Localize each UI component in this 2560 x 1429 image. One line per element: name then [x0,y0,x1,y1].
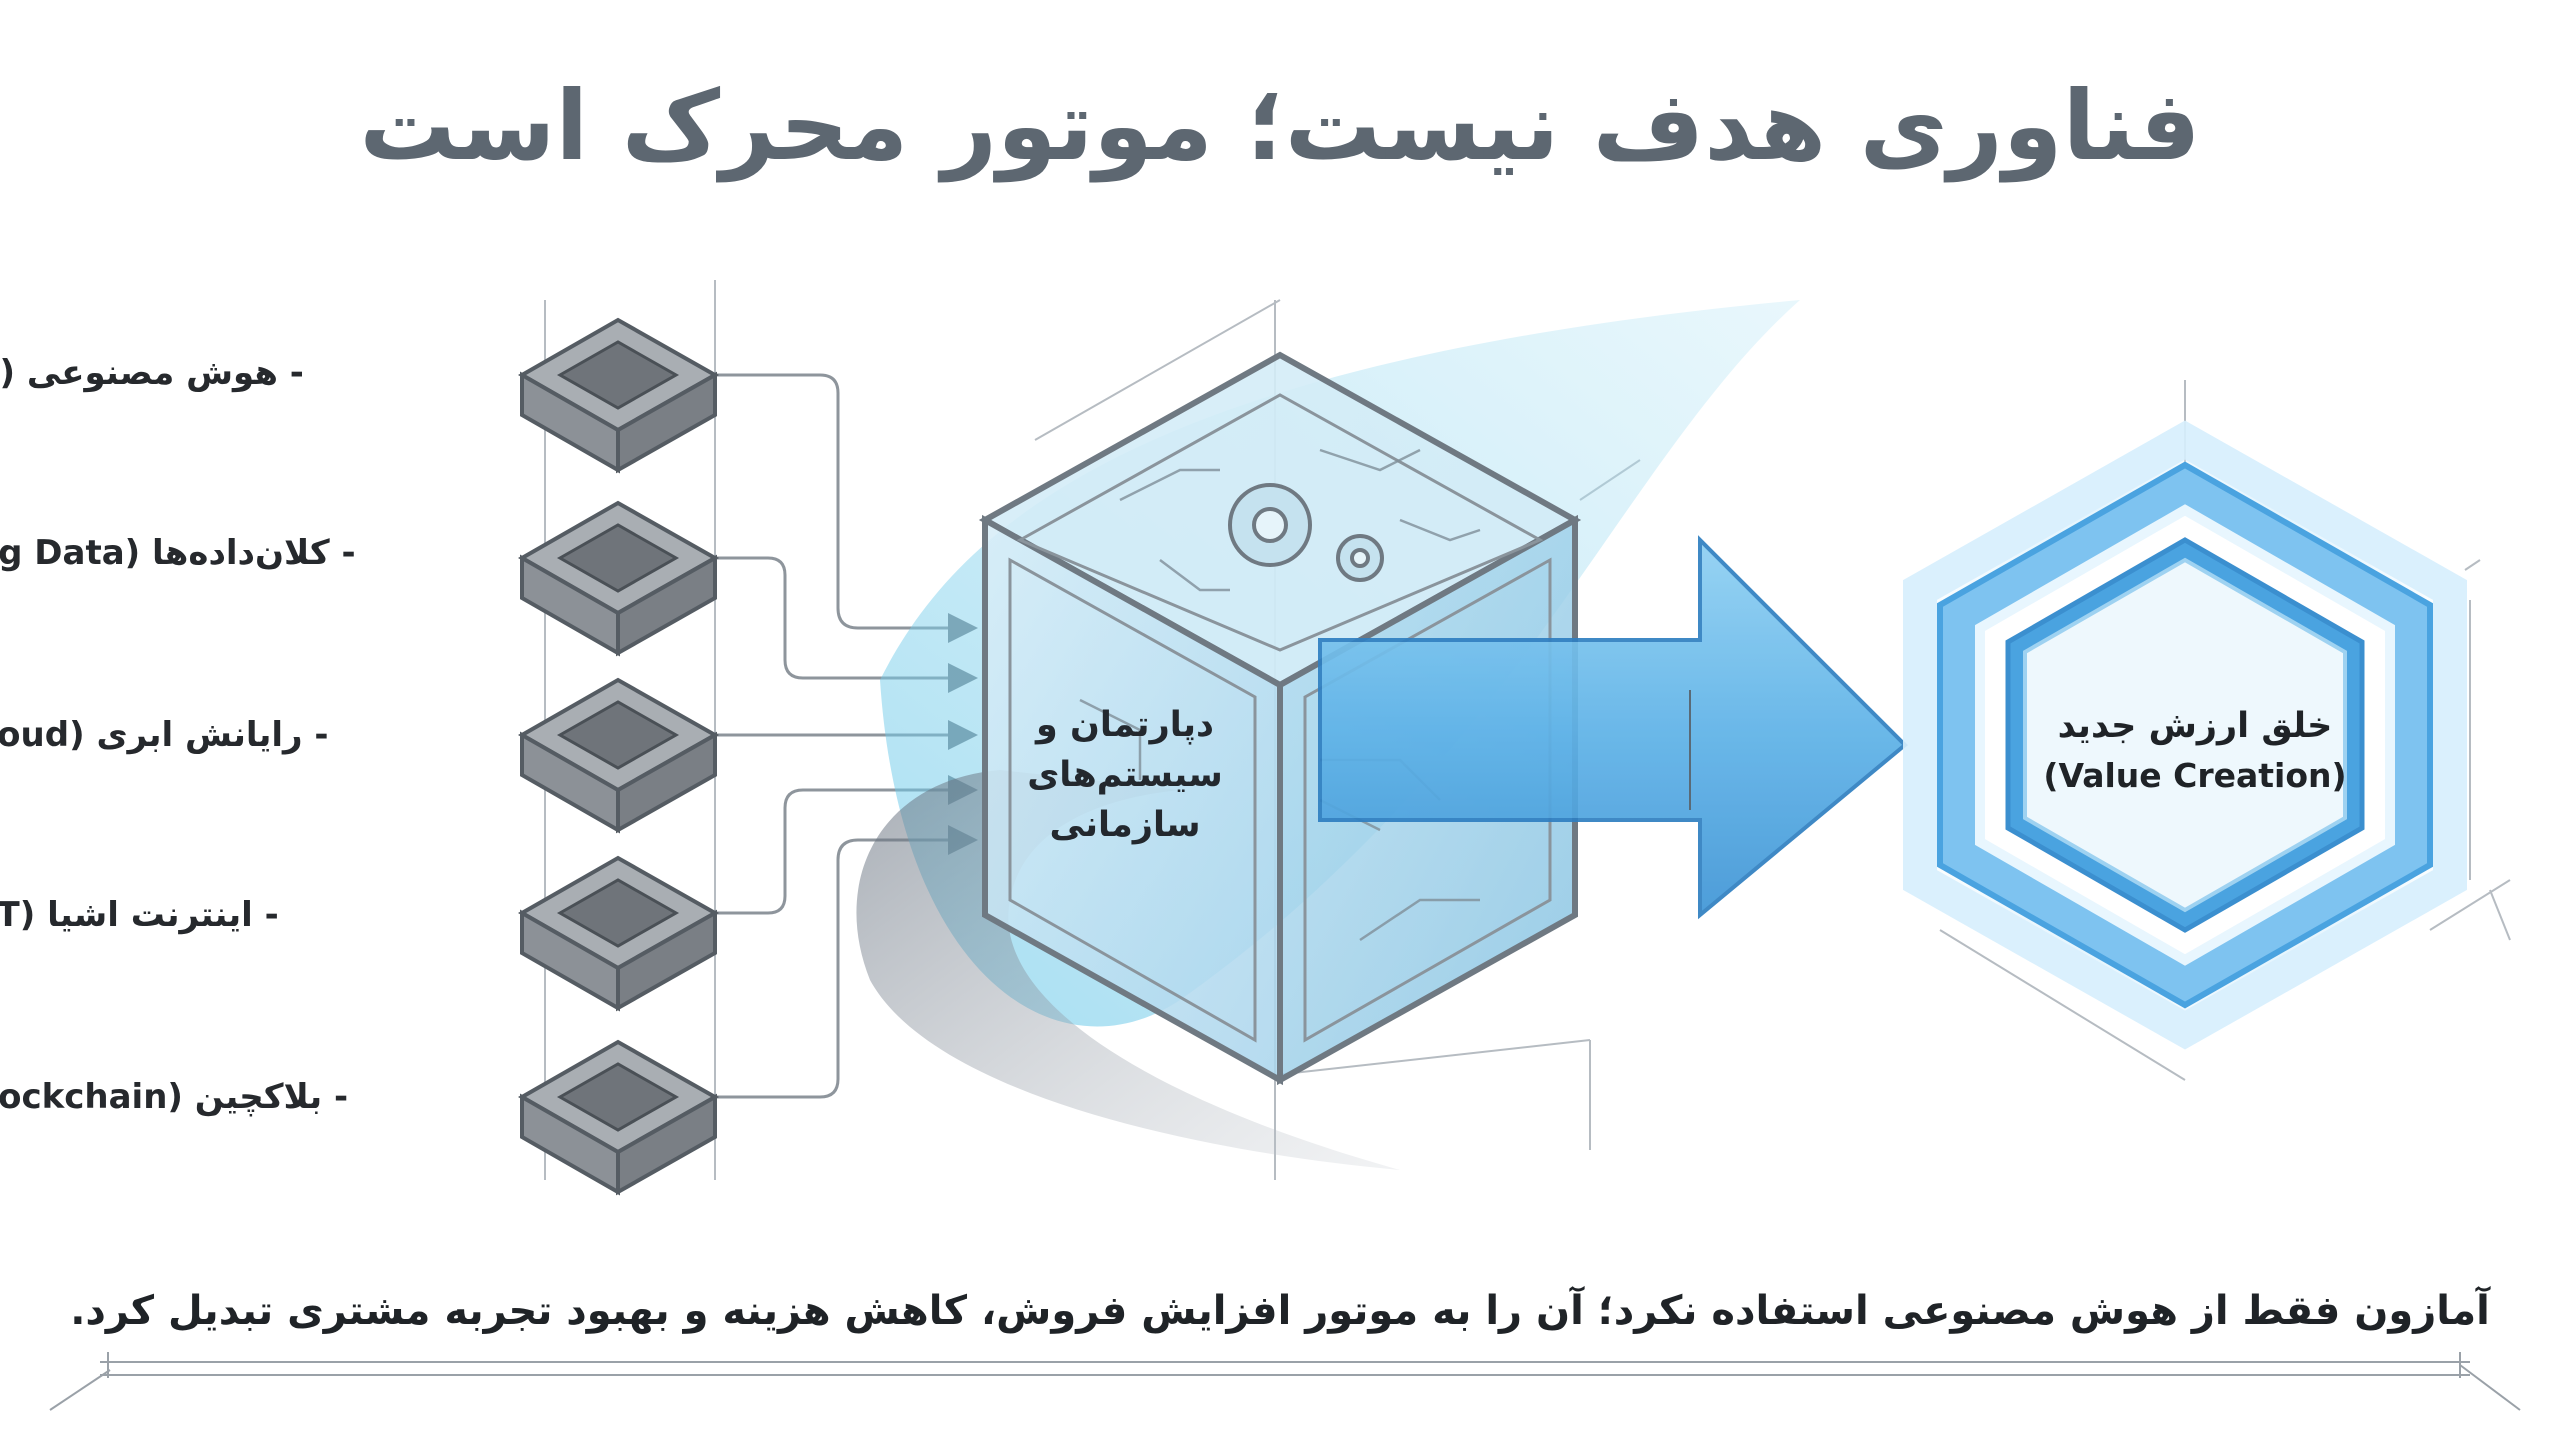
page-title: فناوری هدف نیست؛ موتور محرک است [359,70,2201,182]
result-label-en: (Value Creation) [2043,756,2347,795]
label-blockchain: - بلاکچین (Blockchain) [0,1077,349,1117]
label-ai: - هوش مصنوعی (AI) [0,353,304,393]
chip-big-data [517,500,720,657]
chip-blockchain [517,1039,720,1196]
output-arrow [1318,535,1908,920]
label-cloud: - رایانش ابری (Cloud) [0,715,329,755]
label-big-data: - کلان‌داده‌ها (Big Data) [0,533,356,573]
center-label-line1: دپارتمان و [1036,705,1214,745]
caption: آمازون فقط از هوش مصنوعی استفاده نکرد؛ آ… [70,1288,2490,1334]
center-label-line3: سازمانی [1049,805,1201,845]
result-label-fa: خلق ارزش جدید [2057,706,2333,746]
gear-icon [1228,483,1384,582]
chip-ai [517,317,720,474]
chip-cloud [517,677,720,834]
chip-iot [517,855,720,1012]
center-label-line2: سیستم‌های [1027,755,1223,795]
center-label: دپارتمان و سیستم‌های سازمانی [1005,700,1245,850]
label-iot: - اینترنت اشیا (IoT) [0,895,279,935]
value-hexagon [1903,420,2467,1050]
result-label: خلق ارزش جدید (Value Creation) [2040,700,2350,800]
ruler [49,1352,2521,1411]
